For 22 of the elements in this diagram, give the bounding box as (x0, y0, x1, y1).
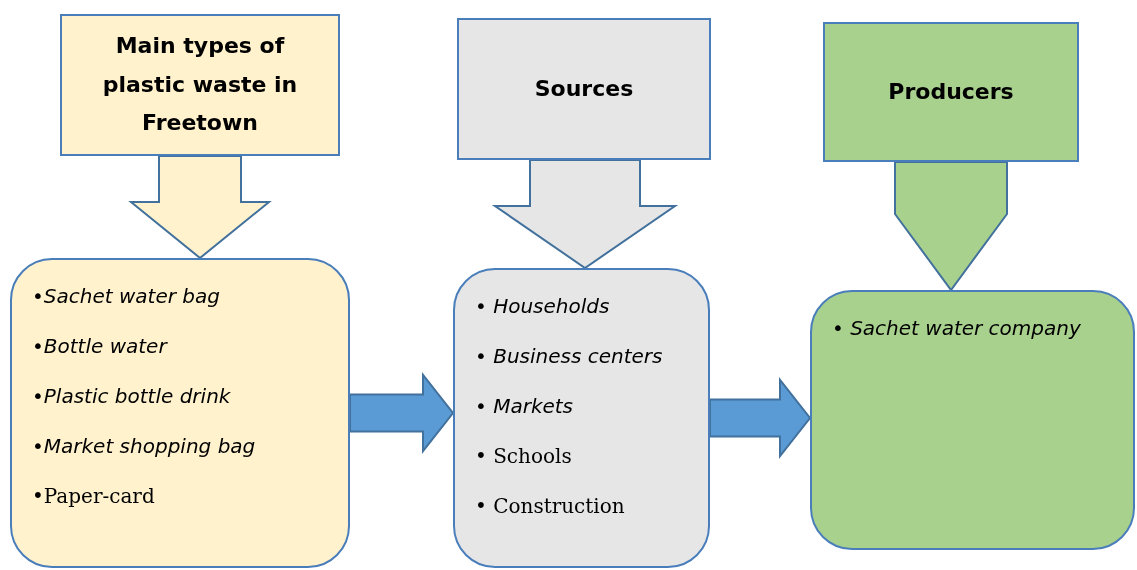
bullet-item: •Paper-card (32, 483, 156, 510)
bullet-item: •Market shopping bag (32, 433, 257, 460)
block-arrow (491, 159, 679, 270)
bullet-item: • Schools (475, 443, 573, 470)
bullet-item: • Business centers (475, 343, 664, 370)
bullet-item: • Construction (475, 493, 626, 520)
heading-box: Producers (823, 22, 1079, 162)
list-box (453, 268, 710, 568)
bullet-item: •Plastic bottle drink (32, 383, 232, 410)
block-arrow (128, 155, 272, 260)
bullet-item: • Households (475, 293, 611, 320)
block-arrow (349, 372, 455, 454)
bullet-item: •Sachet water bag (32, 283, 221, 310)
bullet-item: • Markets (475, 393, 575, 420)
block-arrow (709, 377, 812, 459)
bullet-item: • Sachet water company (832, 315, 1082, 342)
list-box (10, 258, 350, 568)
heading-box: Sources (457, 18, 711, 160)
block-arrow (894, 161, 1008, 292)
list-box (810, 290, 1135, 550)
heading-box: Main types of plastic waste in Freetown (60, 14, 340, 156)
bullet-item: •Bottle water (32, 333, 169, 360)
